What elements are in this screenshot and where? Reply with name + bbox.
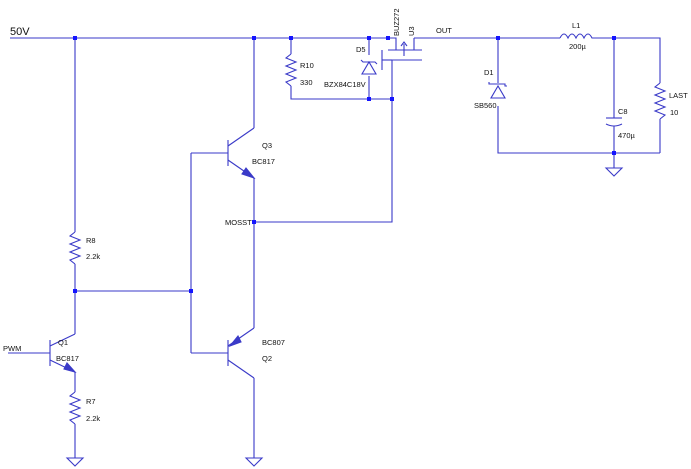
last-value: 10 xyxy=(670,108,678,117)
supply-label: 50V xyxy=(10,26,30,38)
wire-l1-out xyxy=(594,37,661,83)
q1-ref: Q1 xyxy=(58,338,68,347)
junction-nodes xyxy=(73,36,616,293)
resistor-last xyxy=(653,82,667,120)
d5-value: BZX84C18V xyxy=(324,80,366,89)
wire-mos-source xyxy=(413,37,498,50)
u3-value: BUZ272 xyxy=(392,8,401,36)
node-rail-d5 xyxy=(367,36,371,40)
wire-r10-low xyxy=(290,86,392,100)
node-drain xyxy=(386,36,390,40)
q3-value: BC817 xyxy=(252,157,275,166)
r8-value: 2.2k xyxy=(86,252,100,261)
node-rail-r10 xyxy=(289,36,293,40)
pwm-label: PWM xyxy=(3,344,21,353)
q2-ref: Q2 xyxy=(262,354,272,363)
ground-symbol-out xyxy=(604,167,624,177)
node-out xyxy=(496,36,500,40)
d1-ref: D1 xyxy=(484,68,494,77)
r10-value: 330 xyxy=(300,78,313,87)
l1-value: 200µ xyxy=(569,42,587,51)
mosst-label: MOSST xyxy=(225,218,252,227)
ground-symbol-q2 xyxy=(244,457,264,467)
node-rail-r8 xyxy=(73,36,77,40)
inductor-l1 xyxy=(559,33,594,40)
l1-ref: L1 xyxy=(572,21,580,30)
node-gate xyxy=(390,97,394,101)
r7-ref: R7 xyxy=(86,397,96,406)
mosfet-u3 xyxy=(381,41,422,70)
zener-diode-d5 xyxy=(360,59,378,75)
ground-symbol-q1 xyxy=(65,457,85,467)
wire-mos-drain xyxy=(388,37,397,50)
transistor-q2 xyxy=(227,327,255,379)
transistor-q3 xyxy=(227,127,256,180)
last-ref: LAST xyxy=(669,91,688,100)
c8-ref: C8 xyxy=(618,107,628,116)
out-label: OUT xyxy=(436,26,452,35)
node-d5-anode xyxy=(367,97,371,101)
node-mid-r8 xyxy=(73,289,77,293)
node-mosst xyxy=(252,220,256,224)
wires xyxy=(8,37,661,458)
wire-d1-bottom xyxy=(497,106,660,154)
d1-value: SB560 xyxy=(474,101,497,110)
c8-value: 470µ xyxy=(618,131,636,140)
transistor-q1 xyxy=(49,333,77,374)
d5-ref: D5 xyxy=(356,45,366,54)
node-gnd-out xyxy=(612,151,616,155)
schottky-diode-d1 xyxy=(488,82,507,99)
r7-value: 2.2k xyxy=(86,414,100,423)
u3-ref: U3 xyxy=(407,26,416,36)
q2-value: BC807 xyxy=(262,338,285,347)
resistor-r7 xyxy=(68,391,82,425)
node-vout xyxy=(612,36,616,40)
capacitor-c8 xyxy=(605,117,623,127)
resistor-r8 xyxy=(68,231,82,265)
r10-ref: R10 xyxy=(300,61,314,70)
resistor-r10 xyxy=(284,53,298,87)
node-mid-base xyxy=(189,289,193,293)
q3-ref: Q3 xyxy=(262,141,272,150)
node-rail-q3 xyxy=(252,36,256,40)
q1-value: BC817 xyxy=(56,354,79,363)
wire-mosst-gate xyxy=(254,60,393,223)
r8-ref: R8 xyxy=(86,236,96,245)
